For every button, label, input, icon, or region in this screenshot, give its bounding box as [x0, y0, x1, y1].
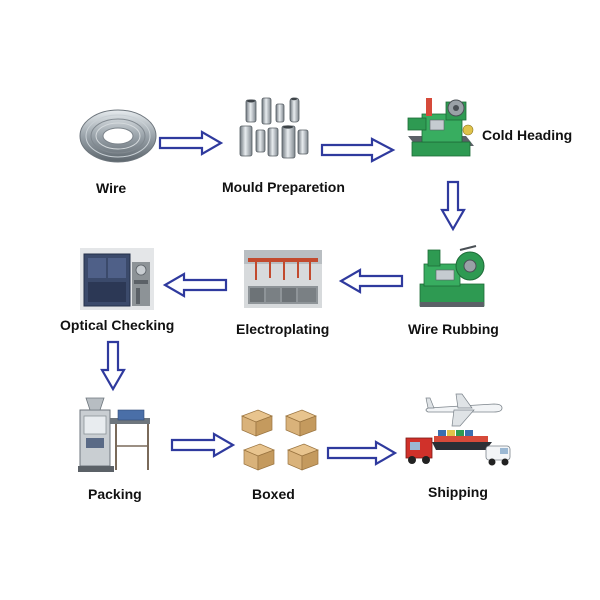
arrow-left-icon	[162, 272, 228, 298]
electroplating-line-icon	[244, 250, 322, 308]
step-cold-heading	[402, 96, 478, 160]
step-wire	[76, 100, 160, 168]
step-label-shipping: Shipping	[428, 484, 488, 500]
arrow-down-icon	[100, 340, 126, 392]
step-electroplating	[244, 250, 322, 308]
truck-icon	[405, 437, 433, 464]
step-label-electroplating: Electroplating	[236, 321, 330, 337]
arrow-right-icon	[326, 440, 398, 466]
step-label-optical-checking: Optical Checking	[60, 317, 175, 333]
optical-checking-machine-icon	[80, 248, 154, 310]
van-icon	[485, 445, 511, 466]
step-optical-checking	[80, 248, 154, 310]
airplane-icon	[425, 393, 503, 427]
cold-heading-machine-icon	[407, 98, 474, 157]
cartons-icon	[241, 409, 319, 471]
step-label-packing: Packing	[88, 486, 142, 502]
step-label-mould-preparation: Mould Preparetion	[222, 179, 345, 195]
packing-machine-icon	[78, 397, 150, 472]
wire-rubbing-machine-icon	[419, 245, 485, 307]
arrow-right-icon	[158, 130, 224, 156]
wire-coil-icon	[79, 109, 157, 163]
step-boxed	[236, 406, 322, 476]
step-mould-preparation	[236, 96, 316, 166]
arrow-right-icon	[170, 432, 236, 458]
arrow-left-icon	[338, 268, 404, 294]
arrow-right-icon	[320, 137, 396, 163]
moulds-icon	[239, 97, 309, 159]
step-wire-rubbing	[414, 244, 490, 310]
cargo-ship-icon	[432, 430, 492, 450]
step-packing	[72, 396, 162, 476]
step-label-wire-rubbing: Wire Rubbing	[408, 321, 499, 337]
step-label-cold-heading: Cold Heading	[482, 127, 573, 143]
step-label-wire: Wire	[96, 180, 127, 196]
step-shipping	[404, 386, 514, 470]
shipping-icon	[405, 393, 511, 466]
arrow-down-icon	[440, 180, 466, 232]
step-label-boxed: Boxed	[252, 486, 295, 502]
